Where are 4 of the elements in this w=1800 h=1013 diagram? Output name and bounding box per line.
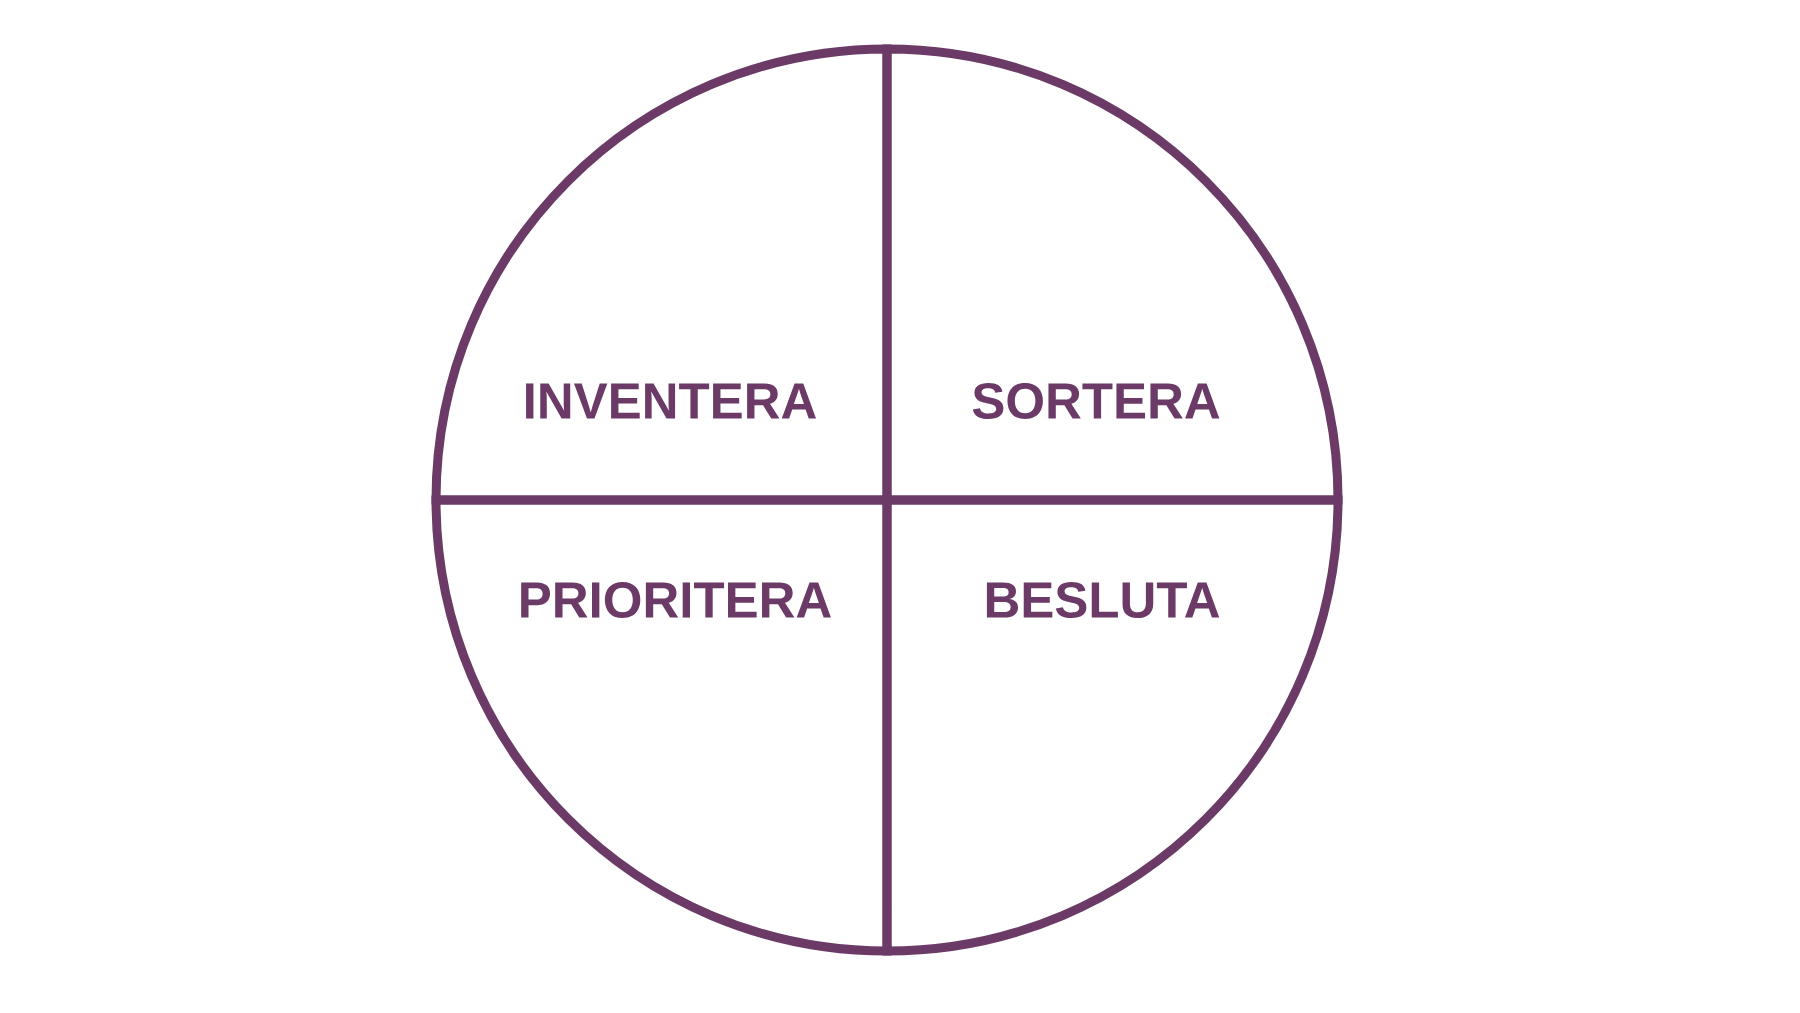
quadrant: PRIORITERA <box>431 495 892 956</box>
quadrant: INVENTERA <box>431 44 892 505</box>
quadrant: BESLUTA <box>882 495 1343 956</box>
quadrant: SORTERA <box>882 44 1343 505</box>
